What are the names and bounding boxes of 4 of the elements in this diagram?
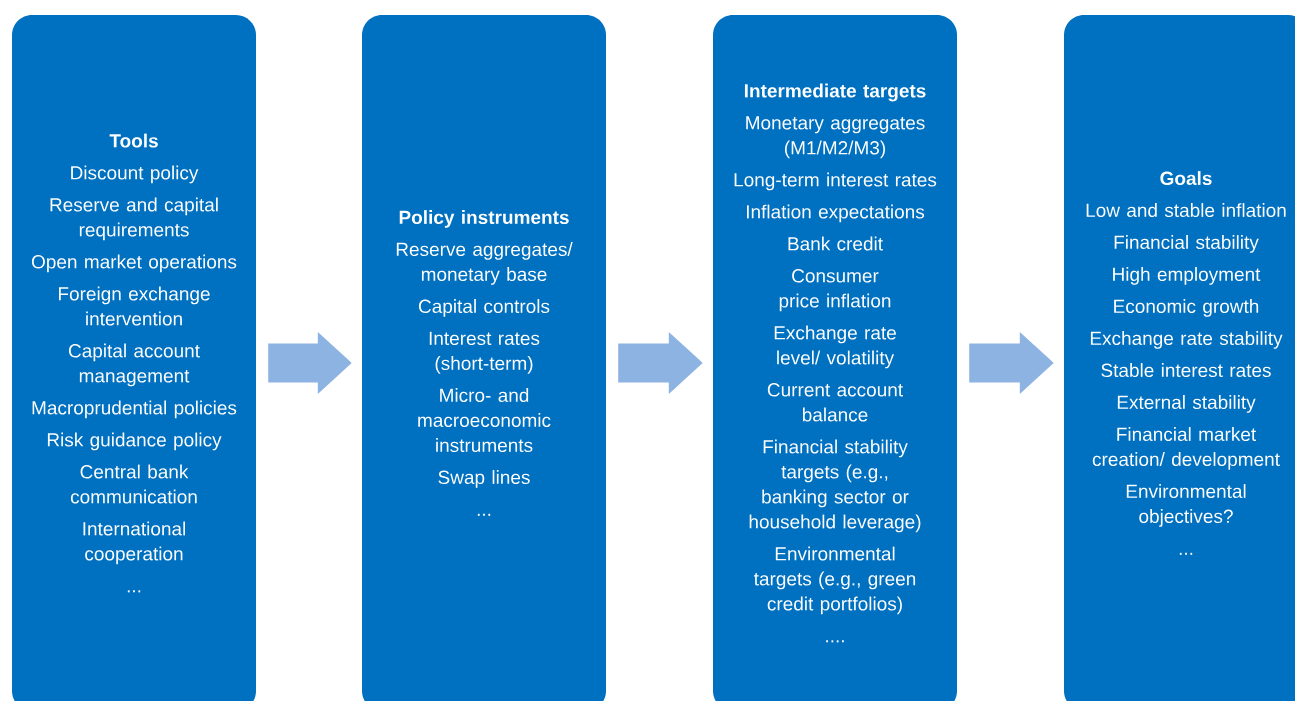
column-box: Goals Low and stable inflation Financial stability High employment Economic growth Exchange rate stability Stable interest rates External stability Financial market creation/ development Environmental objectives? ...	[1064, 15, 1295, 701]
column-box: Tools Discount policy Reserve and capital requirements Open market operations Foreign exchange intervention Capital account management Macroprudential policies Risk guidance policy Central bank communication International cooperation ...	[12, 15, 256, 701]
column-box: Intermediate targets Monetary aggregates (M1/M2/M3) Long-term interest rates Inflation expectations Bank credit Consumer price inflation Exchange rate level/ volatility Current account balance Financial stability targets (e.g., banking sector or household leverage) Environmental targets (e.g., green credit portfolios) ....	[713, 15, 957, 701]
column-box: Policy instruments Reserve aggregates/ monetary base Capital controls Interest rates (short-term) Micro- and macroeconomic instruments Swap lines ...	[362, 15, 606, 701]
